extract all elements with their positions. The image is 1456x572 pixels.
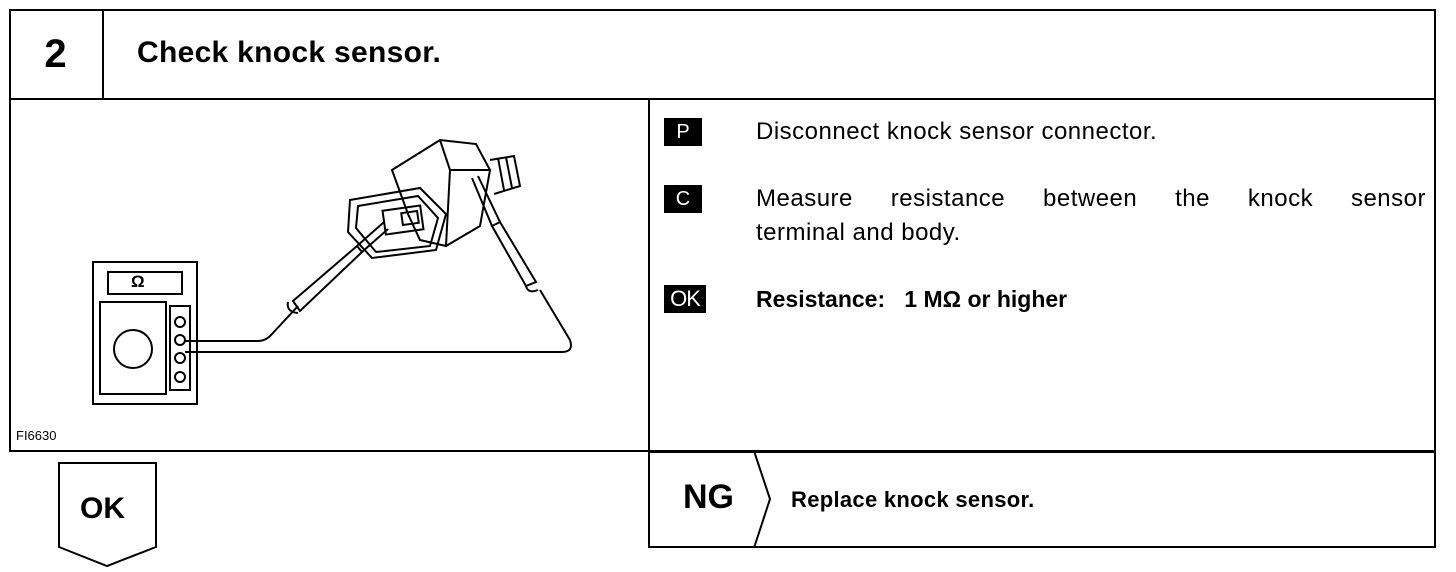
ohmmeter-icon [92, 261, 198, 405]
prepare-text: Disconnect knock sensor connector. [756, 118, 1158, 145]
check-text-line1: Measure resistance between the knock sen… [756, 185, 1426, 212]
ng-chevron-icon [753, 450, 772, 549]
ng-action-text: Replace knock sensor. [791, 487, 1035, 512]
check-badge: C [664, 185, 702, 213]
ok-result-label: OK [80, 492, 125, 525]
ok-badge: OK [664, 285, 706, 313]
column-divider [648, 99, 650, 452]
ok-arrow-icon [58, 462, 157, 568]
ng-result-box [648, 451, 1436, 548]
step-number: 2 [9, 9, 104, 100]
figure-code: FI6630 [16, 428, 57, 443]
ohm-symbol: Ω [131, 272, 145, 291]
check-text-line2: terminal and body. [756, 219, 961, 246]
ng-result-label: NG [683, 478, 734, 516]
step-header [9, 9, 1436, 100]
ok-criteria-text: Resistance: 1 MΩ or higher [756, 286, 1068, 312]
prepare-badge: P [664, 118, 702, 146]
step-title: Check knock sensor. [137, 36, 442, 69]
